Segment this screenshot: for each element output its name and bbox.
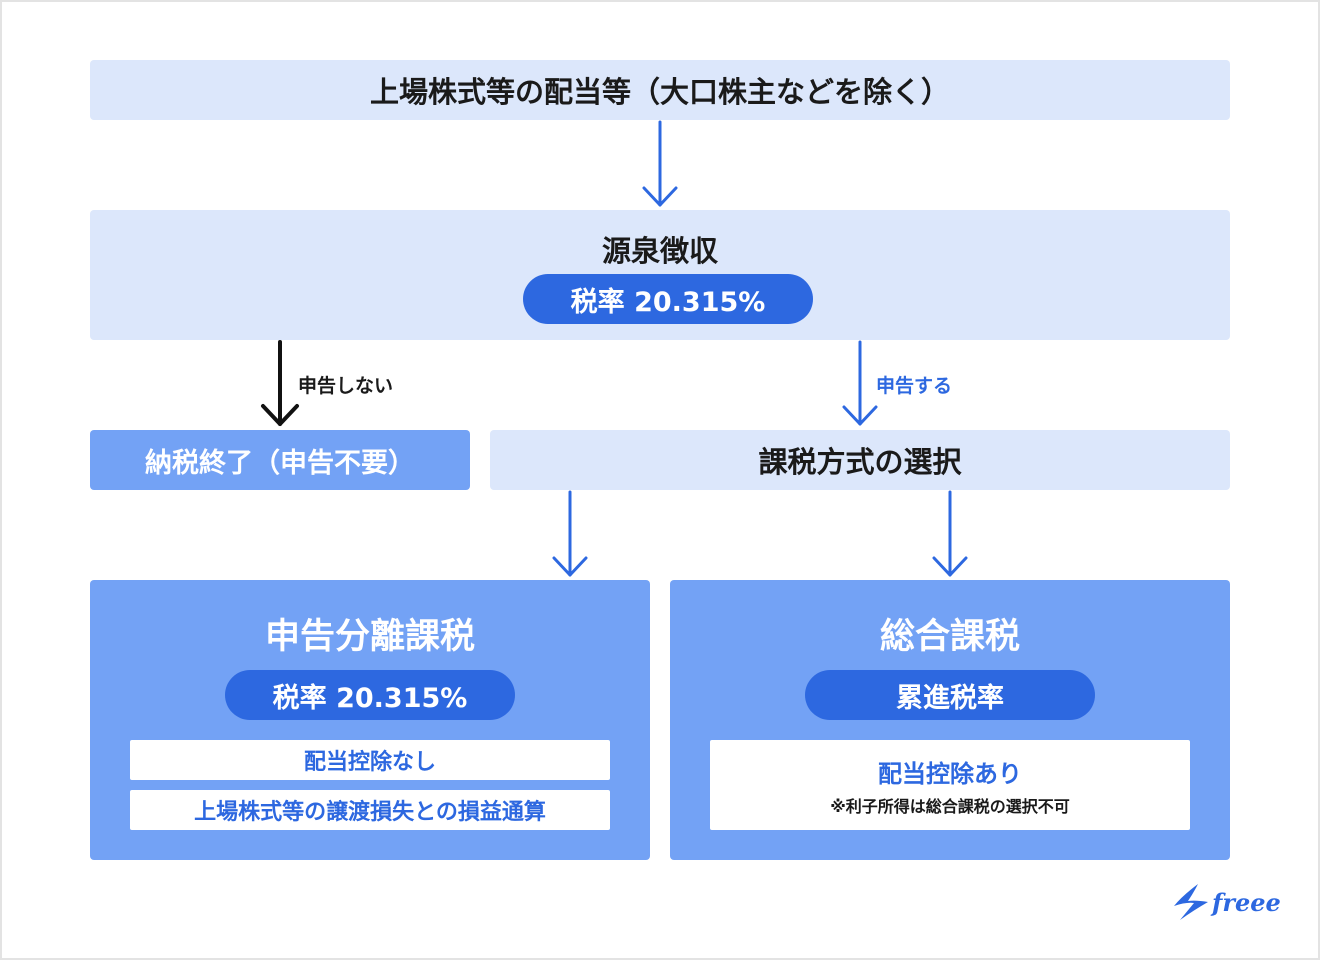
freee-logo: freee [1168, 880, 1288, 930]
bird-icon [1174, 884, 1208, 920]
tax-complete-box: 納税終了（申告不要） [90, 430, 470, 490]
arrow-down-to-separate [552, 490, 588, 577]
separate-note-no-deduction: 配当控除なし [130, 740, 610, 780]
arrow-down-to-withholding [642, 120, 678, 207]
filing-label: 申告する [876, 375, 953, 397]
separate-taxation-title: 申告分離課税 [264, 617, 475, 657]
combined-notes-box: 配当控除あり ※利子所得は総合課税の選択不可 [710, 740, 1190, 830]
withholding-box: 源泉徴収 税率 20.315% [90, 210, 1230, 340]
arrow-down-filing [842, 340, 878, 426]
combined-taxation-box: 総合課税 累進税率 配当控除あり ※利子所得は総合課税の選択不可 [670, 580, 1230, 860]
dividend-box: 上場株式等の配当等（大口株主などを除く） [90, 60, 1230, 120]
withholding-title: 源泉徴収 [601, 234, 718, 268]
combined-taxation-title: 総合課税 [879, 617, 1020, 657]
arrow-down-to-combined [932, 490, 968, 577]
arrow-down-no-filing [261, 340, 299, 426]
no-filing-label: 申告しない [298, 375, 394, 397]
separate-rate-pill: 税率 20.315% [225, 670, 515, 720]
combined-note-interest: ※利子所得は総合課税の選択不可 [830, 796, 1070, 816]
withholding-rate-pill: 税率 20.315% [523, 274, 813, 324]
choose-method-box: 課税方式の選択 [490, 430, 1230, 490]
tax-complete-text: 納税終了（申告不要） [145, 447, 415, 479]
logo-text: freee [1212, 888, 1281, 917]
separate-note-loss-offset: 上場株式等の譲渡損失との損益通算 [130, 790, 610, 830]
choose-method-text: 課税方式の選択 [758, 445, 962, 479]
combined-rate-pill: 累進税率 [805, 670, 1095, 720]
combined-note-deduction: 配当控除あり [878, 759, 1022, 788]
dividend-box-text: 上場株式等の配当等（大口株主などを除く） [369, 75, 950, 109]
separate-taxation-box: 申告分離課税 税率 20.315% 配当控除なし 上場株式等の譲渡損失との損益通… [90, 580, 650, 860]
